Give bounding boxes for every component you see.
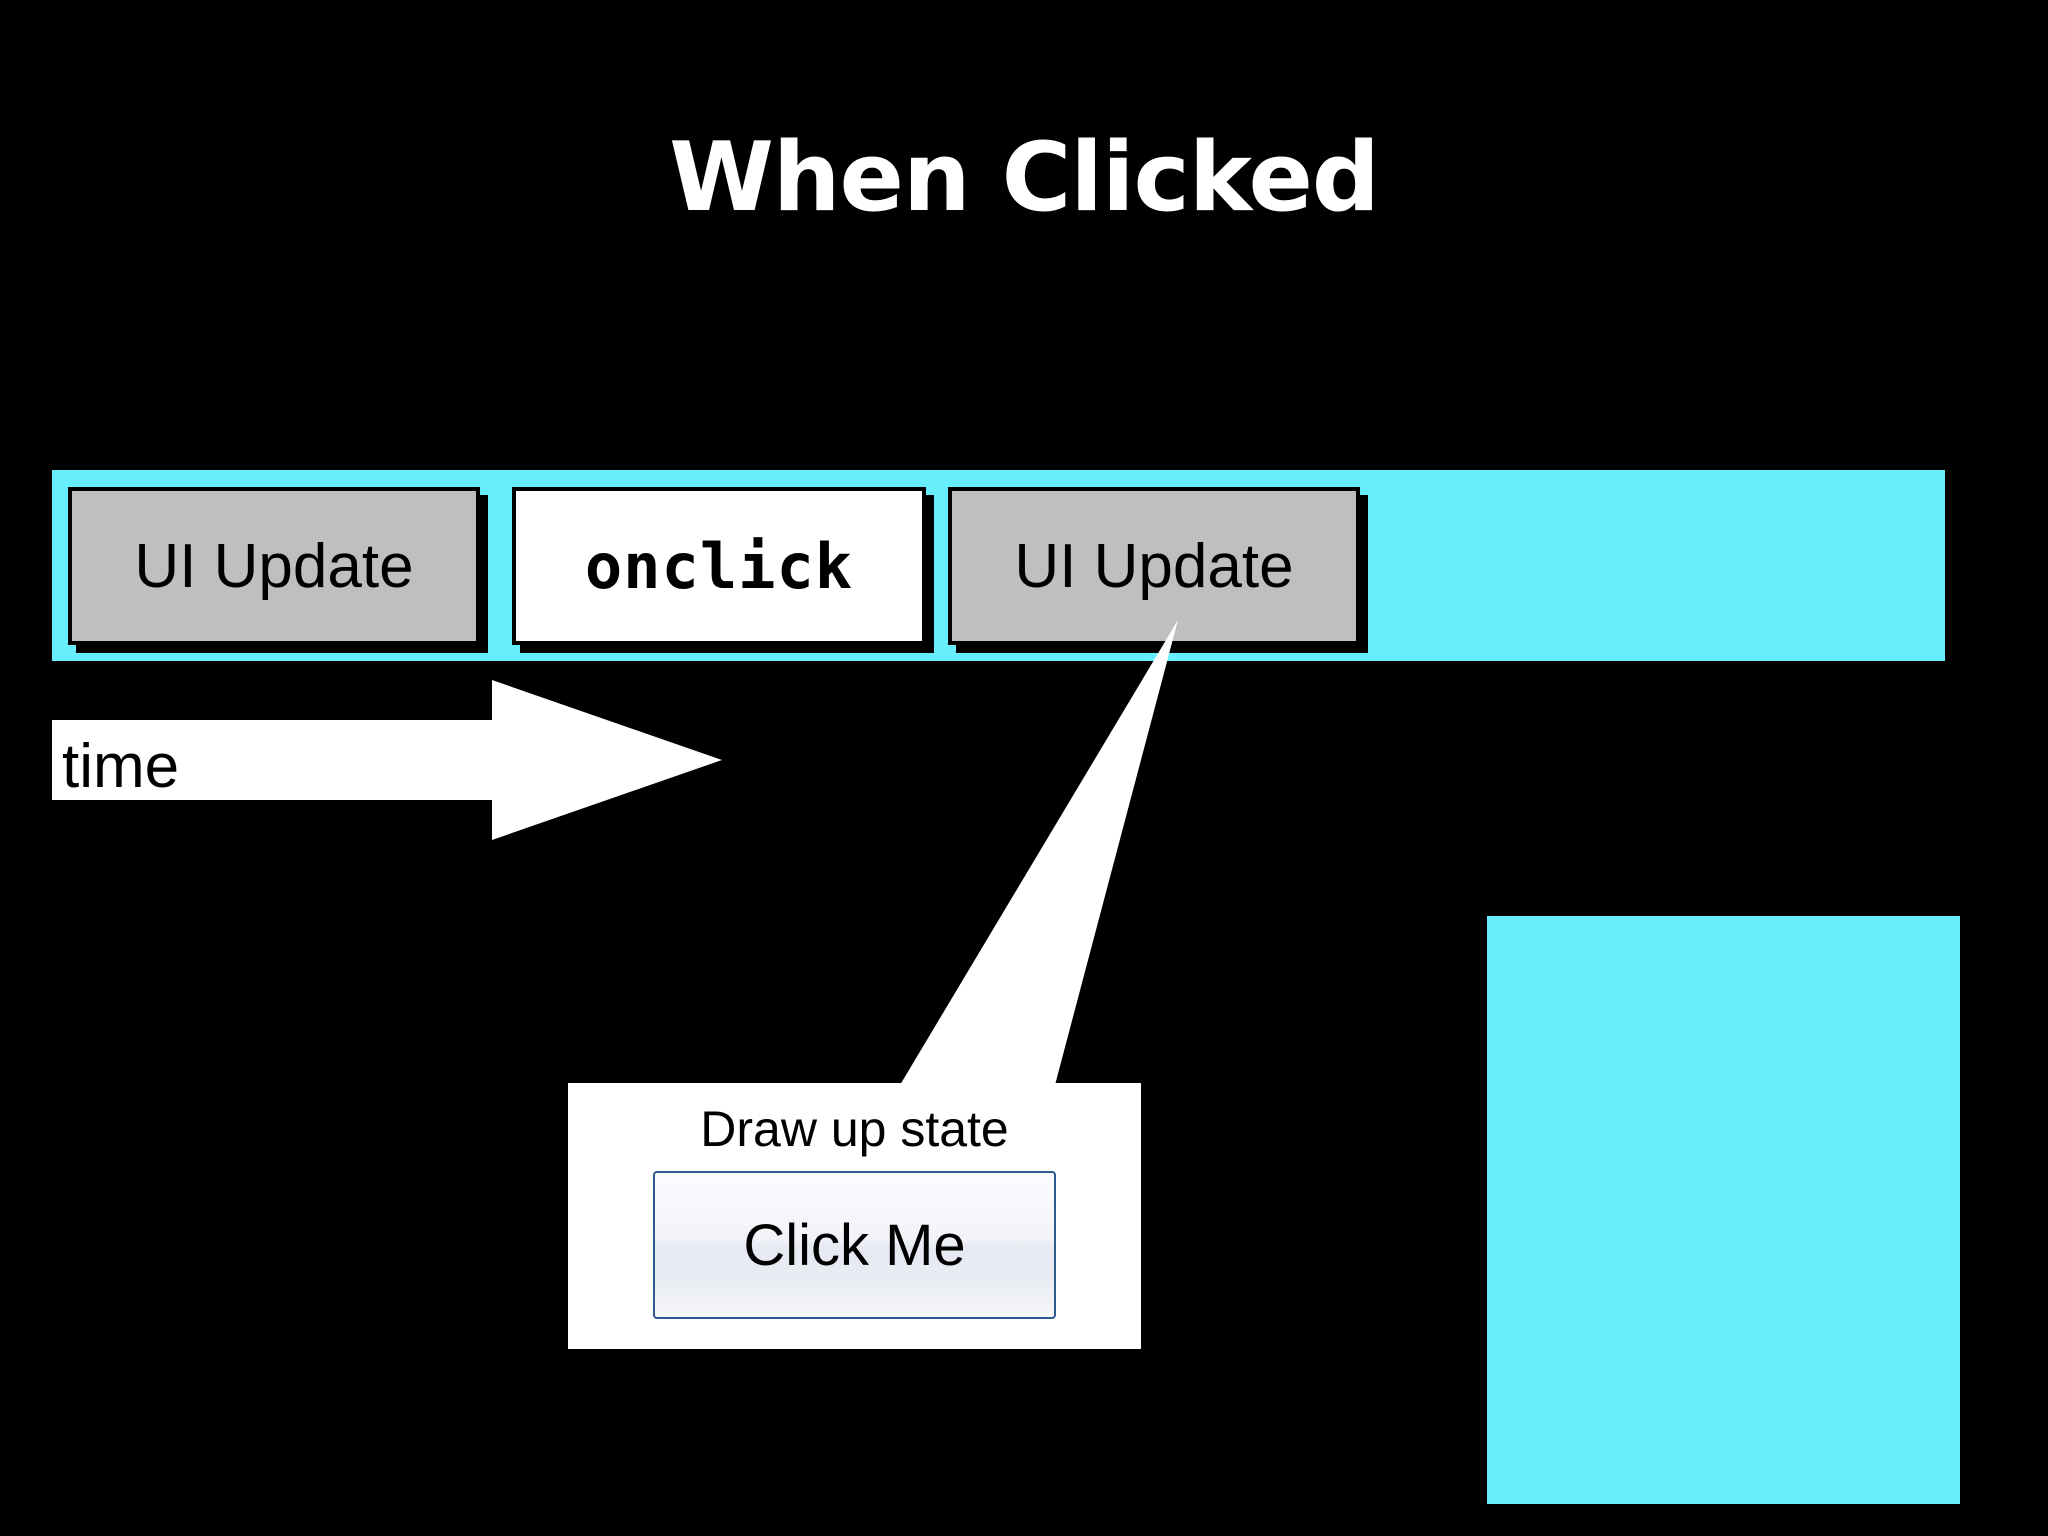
click-me-button-label: Click Me (743, 1212, 966, 1278)
cyan-panel (1487, 916, 1960, 1504)
callout-caption: Draw up state (700, 1101, 1009, 1157)
right-arrow-icon (52, 680, 722, 840)
timeline-phase-label: onclick (584, 529, 854, 603)
timeline-phase-label: UI Update (1014, 531, 1294, 601)
click-me-button[interactable]: Click Me (653, 1171, 1056, 1319)
callout-pointer (860, 620, 1200, 1090)
timeline-phase-label: UI Update (134, 531, 414, 601)
time-axis-label: time (62, 732, 180, 801)
timeline-phase-onclick: onclick (512, 487, 926, 645)
timeline-phase-ui-update-2: UI Update (948, 487, 1360, 645)
timeline-phase-ui-update-1: UI Update (68, 487, 480, 645)
callout-box: Draw up state Click Me (568, 1083, 1141, 1349)
page-title: When Clicked (669, 123, 1380, 233)
